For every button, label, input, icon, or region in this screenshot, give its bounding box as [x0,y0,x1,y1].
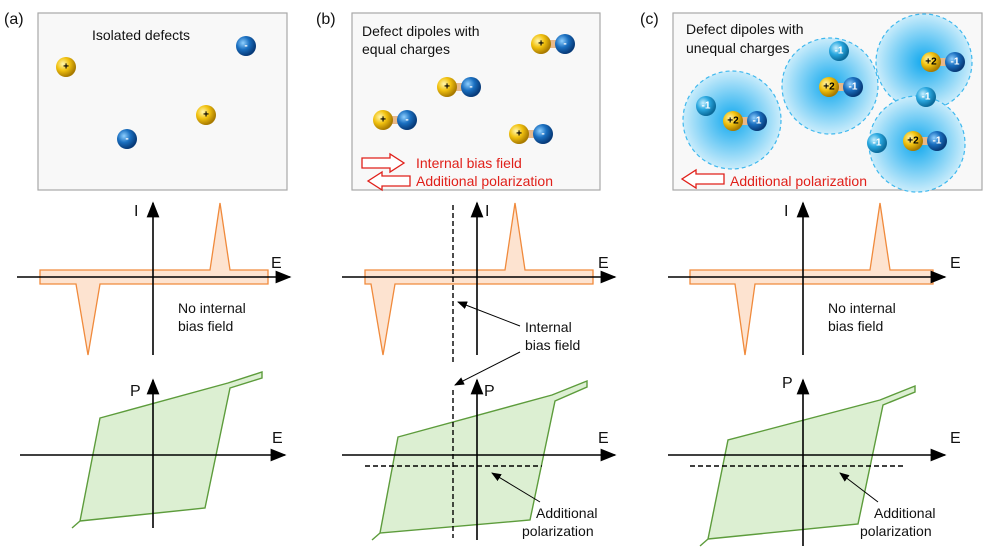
svg-text:+: + [380,115,386,126]
positive-defect-icon: +2 [819,77,839,97]
svg-text:-1: -1 [873,138,882,149]
positive-defect-icon: + [56,57,76,77]
dipole-bond [913,137,937,145]
dipole-bond [447,83,471,91]
axis-label-p: P [130,383,141,400]
hysteresis-loop-c: P E Additional polarization [668,375,961,547]
axis-label-p: P [484,383,495,400]
free-negative-charge-icon: -1 [916,87,936,107]
free-negative-charge-icon: -1 [867,133,887,153]
positive-defect-icon: +2 [723,111,743,131]
axis-label-i: I [485,203,489,220]
free-negative-charge-icon: -1 [696,96,716,116]
negative-defect-icon: -1 [927,131,947,151]
additional-polarization-note-2: polarization [522,523,594,539]
svg-text:-1: -1 [849,82,858,93]
no-bias-note: No internal [178,300,246,316]
axis-label-e: E [950,255,961,272]
negative-defect-icon: - [533,124,553,144]
current-curve-b: I E Internal bias field [342,201,617,386]
no-bias-note-2: bias field [828,318,883,334]
current-curve-c: I E No internal bias field [668,201,961,356]
svg-text:+: + [444,82,450,93]
svg-text:+2: +2 [727,116,739,127]
svg-text:-1: -1 [951,57,960,68]
axis-label-i: I [784,203,788,220]
internal-bias-note-2: bias field [525,337,580,353]
panel-b-label: (b) [316,11,336,28]
positive-defect-icon: + [531,34,551,54]
positive-defect-icon: + [196,105,216,125]
arrow-right-icon [361,152,406,174]
svg-text:+: + [516,129,522,140]
positive-defect-icon: + [509,124,529,144]
panel-b-title-line1: Defect dipoles with [362,23,480,39]
axis-label-p: P [782,375,793,392]
svg-text:+2: +2 [823,82,835,93]
panel-a-title: Isolated defects [92,27,190,43]
no-bias-note: No internal [828,300,896,316]
svg-text:-1: -1 [922,92,931,103]
svg-text:+: + [203,110,209,121]
negative-defect-icon: -1 [843,77,863,97]
panel-c-title-line2: unequal charges [686,40,790,56]
dipole-bond [733,117,757,125]
axis-label-e: E [950,430,961,447]
negative-defect-icon: - [117,129,137,149]
additional-polarization-label: Additional polarization [416,173,553,189]
dipole-bond [519,130,543,138]
negative-defect-icon: -1 [747,111,767,131]
current-curve-a: I E No internal bias field [17,201,292,356]
svg-text:-: - [125,134,128,145]
additional-polarization-label-c: Additional polarization [730,173,867,189]
hysteresis-loop-b: P E Additional polarization [342,378,617,541]
positive-defect-icon: +2 [921,52,941,72]
additional-polarization-note-2: polarization [860,523,932,539]
svg-text:-: - [244,41,247,52]
arrow-left-icon [680,168,725,190]
arrow-left-icon [366,170,411,192]
svg-text:-1: -1 [702,101,711,112]
negative-defect-icon: - [236,36,256,56]
svg-text:+: + [63,62,69,73]
positive-defect-icon: +2 [903,131,923,151]
svg-text:-: - [469,82,472,93]
panel-a-label: (a) [4,11,24,28]
axis-label-e: E [598,255,609,272]
hysteresis-loop-a: P E [20,371,287,529]
negative-defect-icon: - [461,77,481,97]
positive-defect-icon: + [373,110,393,130]
positive-defect-icon: + [437,77,457,97]
dipole-bond [383,116,407,124]
axis-label-i: I [134,203,138,220]
axis-label-e: E [271,255,282,272]
svg-text:+2: +2 [907,136,919,147]
svg-text:+: + [538,39,544,50]
free-negative-charge-icon: -1 [829,41,849,61]
panel-c-label: (c) [640,11,659,28]
svg-text:-1: -1 [835,46,844,57]
negative-defect-icon: -1 [945,52,965,72]
no-bias-note-2: bias field [178,318,233,334]
svg-text:-: - [563,39,566,50]
internal-bias-field-label: Internal bias field [416,155,522,171]
dipole-bond [829,83,853,91]
negative-defect-icon: - [555,34,575,54]
svg-text:-: - [405,115,408,126]
negative-defect-icon: - [397,110,417,130]
svg-text:-: - [541,129,544,140]
svg-text:+2: +2 [925,57,937,68]
svg-text:-1: -1 [933,136,942,147]
svg-text:-1: -1 [753,116,762,127]
dipole-bond [931,58,955,66]
dipole-bond [541,40,565,48]
panel-c-title-line1: Defect dipoles with [686,21,804,37]
panel-b-title-line2: equal charges [362,41,450,57]
internal-bias-note: Internal [525,319,572,335]
axis-label-e: E [272,430,283,447]
additional-polarization-note: Additional [536,505,598,521]
axis-label-e: E [598,430,609,447]
additional-polarization-note: Additional [874,505,936,521]
